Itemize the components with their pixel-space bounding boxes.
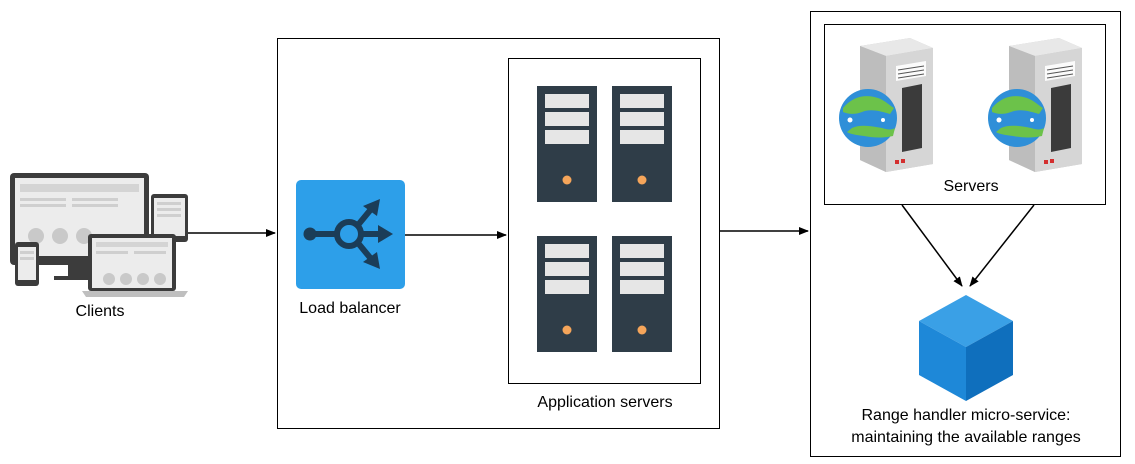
range-handler-label-line2: maintaining the available ranges xyxy=(851,429,1081,446)
server-rack-icon xyxy=(537,86,597,202)
application-servers-label: Application servers xyxy=(537,394,673,411)
load-balancer-icon xyxy=(296,180,405,289)
server-rack-icon xyxy=(612,86,672,202)
cube-icon xyxy=(919,295,1013,401)
arrow-servers-to-cube-left xyxy=(901,204,963,287)
application-servers-group xyxy=(508,58,701,384)
devices-icon xyxy=(10,173,188,297)
web-server-icon xyxy=(988,38,1082,172)
arrow-servers-to-cube-right xyxy=(969,204,1035,287)
server-rack-icon xyxy=(537,236,597,352)
web-server-icon xyxy=(839,38,933,172)
load-balancer-group xyxy=(277,38,720,429)
servers-label: Servers xyxy=(943,178,999,195)
load-balancer-label: Load balancer xyxy=(299,300,401,317)
server-rack-icon xyxy=(612,236,672,352)
range-handler-group xyxy=(810,11,1121,457)
clients-label: Clients xyxy=(75,303,125,320)
servers-group xyxy=(824,24,1106,205)
range-handler-label-line1: Range handler micro-service: xyxy=(861,407,1071,424)
